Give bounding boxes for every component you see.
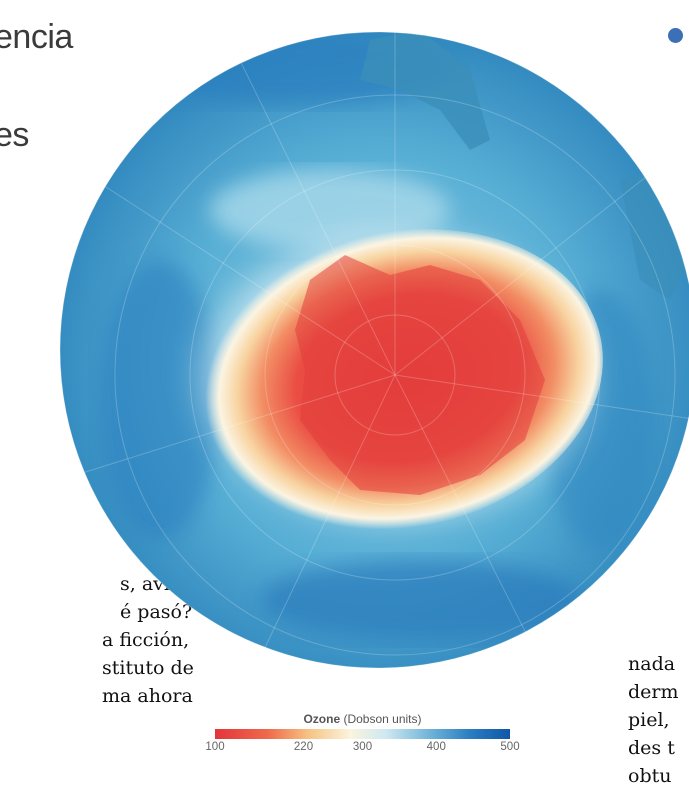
legend-tick-label: 300 [352, 741, 373, 753]
text-line: derm [628, 681, 679, 703]
bullet-dot [668, 28, 683, 43]
ozone-globe-map [59, 31, 689, 669]
text-line: a ficción, [102, 629, 190, 651]
text-line: des t [628, 737, 675, 759]
legend-tick-label: 100 [205, 741, 225, 753]
text-line: nada [628, 653, 676, 675]
headline-line-2: es [0, 116, 29, 154]
legend-color-bar [215, 729, 510, 739]
text-line: obtu [628, 765, 672, 787]
ozone-legend: Ozone (Dobson units) 100 220 300 400 500 [205, 712, 520, 753]
legend-tick-label: 400 [426, 741, 446, 753]
legend-title-units: (Dobson units) [340, 712, 422, 726]
text-line: é pasó? [120, 601, 193, 623]
legend-ticks: 100 220 300 400 500 [205, 739, 519, 753]
legend-title-bold: Ozone [303, 712, 341, 726]
body-text-right: nada derm piel, des t obtu [628, 650, 679, 790]
legend-tick-label: 220 [293, 741, 314, 753]
headline-line-1: encia [0, 18, 73, 56]
legend-title: Ozone (Dobson units) [205, 712, 520, 726]
legend-tick-label: 500 [500, 741, 520, 753]
text-line: stituto de [102, 657, 194, 679]
text-line: ma ahora [102, 685, 193, 707]
text-line: piel, [628, 709, 670, 731]
